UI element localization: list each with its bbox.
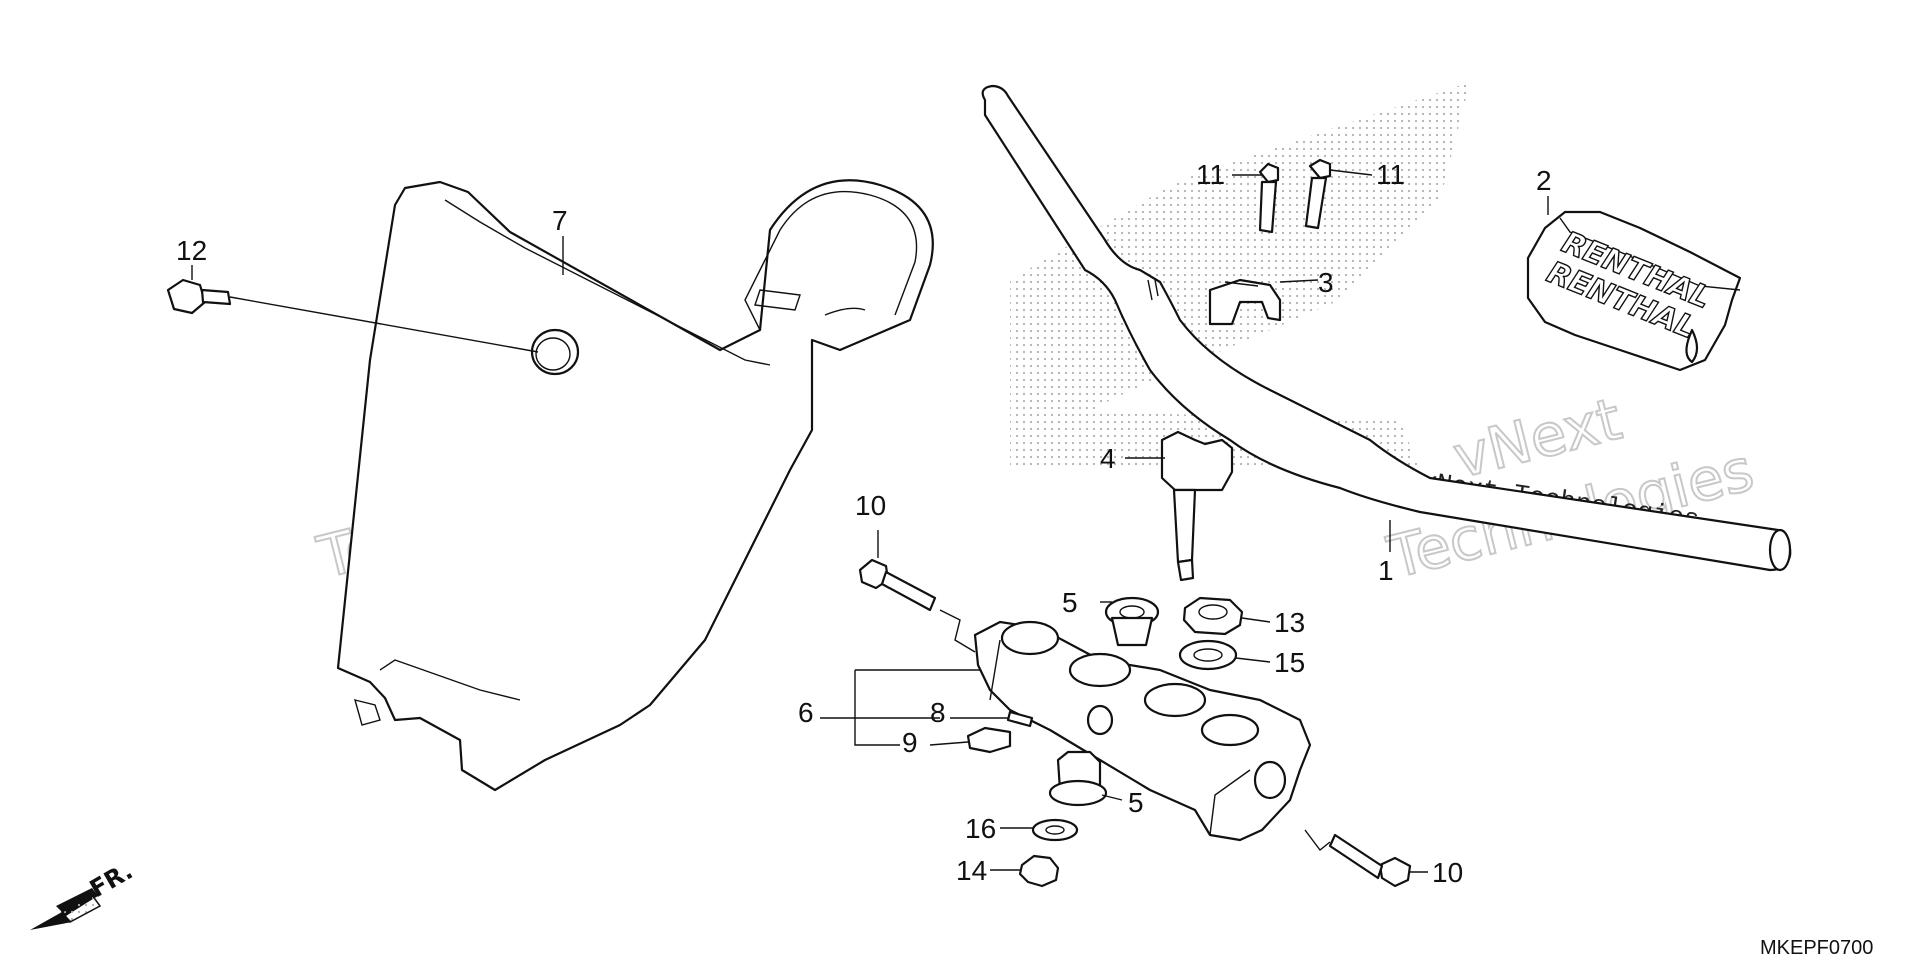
callout-1: 1 (1378, 555, 1394, 586)
callout-5-lower: 5 (1128, 787, 1144, 818)
upper-holder (1208, 278, 1282, 326)
callout-12: 12 (176, 235, 207, 266)
bolt-11-left (1258, 162, 1280, 234)
drawing-code: MKEPF0700 (1760, 937, 1873, 959)
callout-14: 14 (956, 855, 987, 886)
plate-9 (966, 726, 1012, 754)
callout-8: 8 (930, 697, 946, 728)
halftone-background (1010, 82, 1470, 470)
callout-7: 7 (552, 205, 568, 236)
lower-holder (1160, 430, 1234, 582)
callout-2: 2 (1536, 165, 1552, 196)
washer-16 (1031, 818, 1079, 842)
front-direction-arrow-icon: FR. (30, 857, 137, 930)
callout-6: 6 (798, 697, 814, 728)
top-bridge (973, 620, 1312, 842)
bolt-10-lower (1304, 829, 1412, 888)
bar-pad: RENTHAL RENTHAL (1526, 210, 1742, 372)
watermark-right: vNext Technologies vNext Technologies (1380, 384, 1761, 593)
callout-4: 4 (1100, 443, 1116, 474)
callout-13: 13 (1274, 607, 1305, 638)
callout-10-lower: 10 (1432, 857, 1463, 888)
callout-3: 3 (1318, 267, 1334, 298)
leader-lines (191, 169, 1549, 873)
callout-5-upper: 5 (1062, 587, 1078, 618)
bolt-12 (166, 278, 539, 353)
callout-labels: 1 2 3 4 5 5 6 7 8 9 10 10 11 11 12 13 14… (176, 159, 1552, 888)
number-plate (336, 179, 934, 792)
handlebar (981, 84, 1792, 572)
bolt-10-upper (858, 558, 976, 653)
callout-11-right: 11 (1376, 159, 1405, 190)
callout-9: 9 (902, 727, 918, 758)
nut-14 (1018, 854, 1060, 888)
callout-16: 16 (965, 813, 996, 844)
pin-8 (1006, 710, 1034, 728)
bushing-5-lower (1048, 750, 1108, 807)
callout-10-upper: 10 (855, 490, 886, 521)
bushing-5-upper (1104, 596, 1160, 647)
callout-11-left: 11 (1196, 159, 1225, 190)
callout-15: 15 (1274, 647, 1305, 678)
washer-15 (1178, 639, 1238, 671)
nut-13 (1182, 596, 1244, 636)
